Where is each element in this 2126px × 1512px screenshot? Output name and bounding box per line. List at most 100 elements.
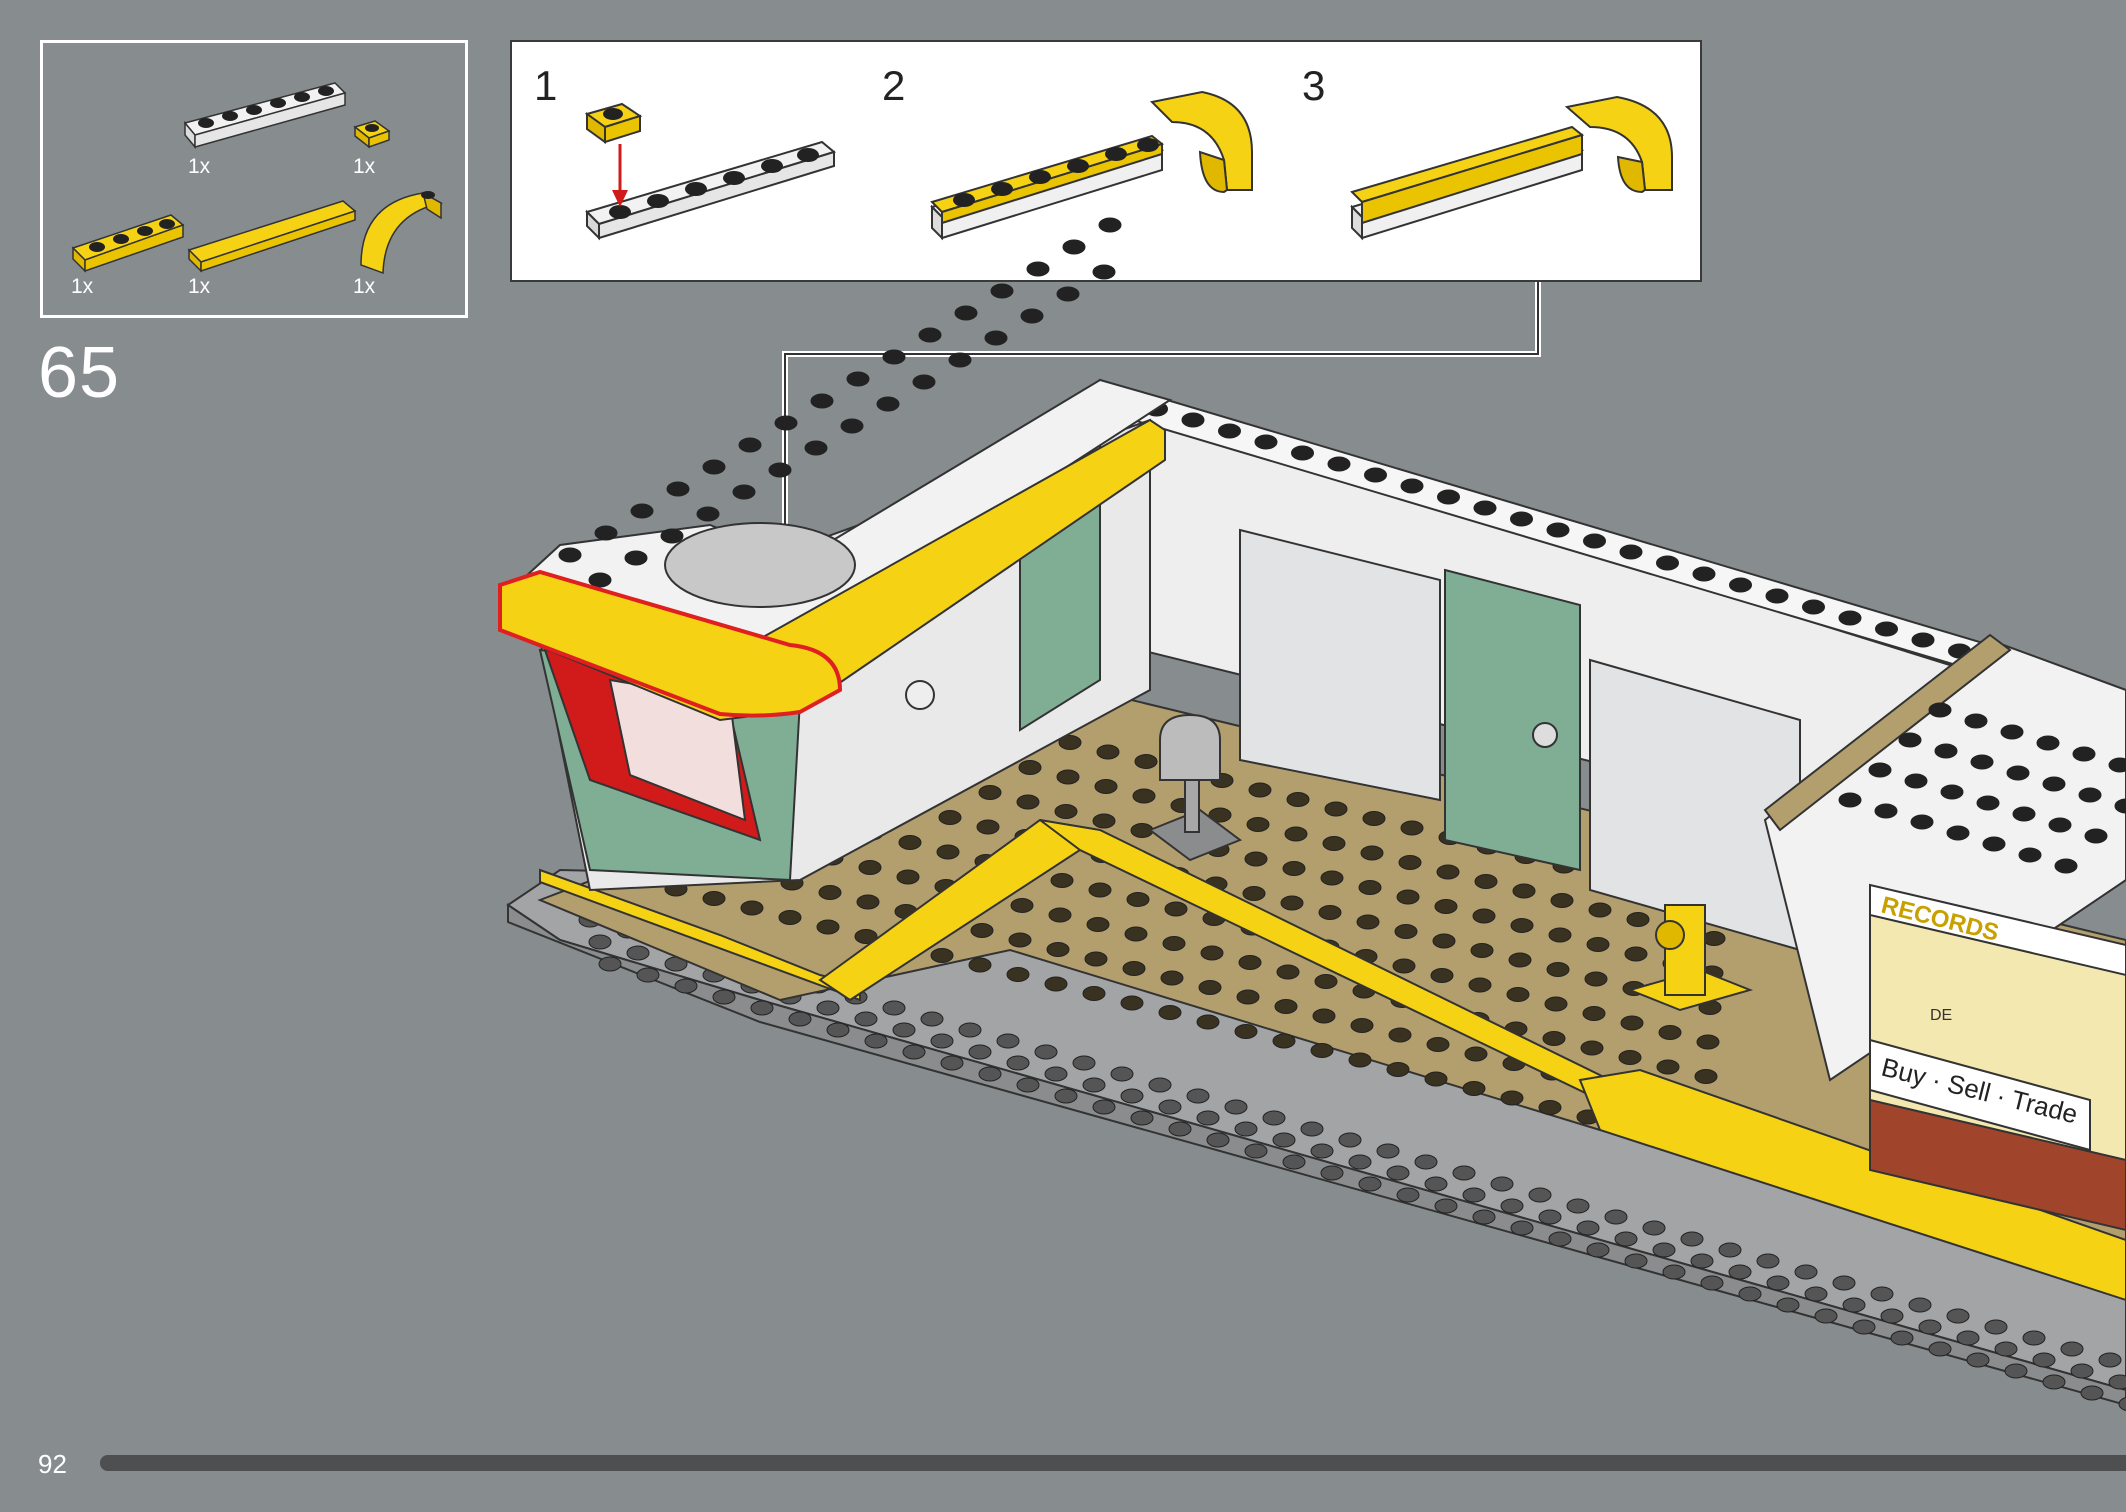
stud bbox=[1426, 1037, 1450, 1052]
stud bbox=[1016, 1077, 1040, 1093]
stud bbox=[558, 547, 582, 563]
stud bbox=[856, 894, 880, 910]
qty-yellow-1x4: 1x bbox=[71, 275, 94, 298]
stud bbox=[1692, 566, 1716, 582]
record-shop: Buy · Sell · Trade RECORDS DE bbox=[1763, 633, 2126, 1232]
stud bbox=[1756, 1253, 1780, 1269]
stud bbox=[2070, 1363, 2094, 1379]
stud bbox=[666, 481, 690, 497]
stud bbox=[1132, 788, 1156, 804]
stud bbox=[1348, 1052, 1372, 1068]
stud bbox=[1510, 1220, 1534, 1236]
mailbox bbox=[1147, 713, 1243, 862]
page-number: 92 bbox=[38, 1449, 67, 1479]
stud bbox=[2036, 735, 2060, 751]
stud bbox=[1946, 825, 1970, 841]
stud bbox=[2108, 757, 2126, 773]
stud bbox=[750, 1000, 774, 1016]
stud bbox=[920, 1011, 944, 1027]
yellow-1x4-part bbox=[71, 214, 185, 273]
stud bbox=[854, 929, 878, 944]
stud bbox=[1934, 743, 1958, 759]
stud bbox=[1586, 1242, 1610, 1258]
stud bbox=[968, 957, 992, 973]
stud bbox=[1984, 1319, 2008, 1335]
stud bbox=[1272, 1132, 1296, 1148]
stud bbox=[1092, 1099, 1116, 1115]
stud bbox=[1875, 621, 1898, 637]
stud bbox=[1274, 999, 1298, 1014]
model-illustration: Buy · Sell · Trade RECORDS DE bbox=[497, 217, 2126, 1412]
stud bbox=[1510, 918, 1534, 933]
stud bbox=[1200, 945, 1224, 961]
stud bbox=[1474, 874, 1498, 889]
stud bbox=[1542, 1031, 1566, 1046]
substep-1-illustration bbox=[584, 102, 837, 241]
stud bbox=[1946, 1308, 1970, 1324]
stud bbox=[1473, 500, 1497, 516]
stud bbox=[1234, 1121, 1258, 1137]
stud bbox=[1324, 801, 1348, 817]
green-door bbox=[1444, 568, 1581, 872]
stud bbox=[954, 305, 978, 321]
stud bbox=[1794, 1264, 1818, 1280]
stud bbox=[1110, 1066, 1134, 1082]
stud bbox=[804, 440, 828, 456]
stud bbox=[1196, 1014, 1220, 1030]
stud bbox=[1181, 412, 1205, 428]
stud bbox=[1729, 577, 1752, 593]
stud bbox=[1472, 908, 1496, 924]
stud bbox=[1348, 1154, 1372, 1170]
stud bbox=[810, 393, 834, 409]
stud bbox=[1620, 1015, 1644, 1031]
stud bbox=[1280, 895, 1304, 911]
stud bbox=[1414, 1154, 1438, 1170]
stud bbox=[1814, 1308, 1838, 1324]
substep-1-number: 1 bbox=[534, 62, 558, 109]
stud bbox=[1246, 817, 1270, 832]
stud bbox=[1852, 1319, 1876, 1335]
stud bbox=[2012, 806, 2036, 822]
stud bbox=[1092, 264, 1116, 280]
stud bbox=[1058, 735, 1082, 750]
stud bbox=[1386, 1165, 1410, 1181]
stud bbox=[938, 810, 962, 825]
stud bbox=[1970, 754, 1994, 770]
stud bbox=[1044, 976, 1068, 992]
stud bbox=[1462, 1187, 1486, 1203]
stud bbox=[2098, 1352, 2122, 1368]
stud bbox=[1276, 964, 1300, 980]
stud bbox=[1500, 1198, 1524, 1214]
stud bbox=[1186, 1088, 1210, 1104]
stud bbox=[1964, 713, 1988, 729]
stud bbox=[1084, 951, 1108, 967]
stud bbox=[2060, 1341, 2084, 1357]
stud bbox=[1582, 1006, 1606, 1021]
window-left bbox=[1239, 528, 1441, 802]
stud bbox=[1238, 955, 1262, 970]
stud bbox=[1300, 1121, 1324, 1137]
stud bbox=[1362, 811, 1386, 826]
yellow-tile-part bbox=[187, 200, 357, 273]
stud bbox=[978, 1066, 1002, 1082]
stud bbox=[826, 1022, 850, 1038]
stud bbox=[2000, 724, 2024, 740]
stud bbox=[1904, 773, 1928, 789]
stud bbox=[1034, 1044, 1058, 1060]
stud bbox=[2118, 1396, 2126, 1412]
stud bbox=[930, 1033, 954, 1049]
stud bbox=[1870, 1286, 1894, 1302]
stud bbox=[1550, 893, 1574, 908]
stud bbox=[674, 978, 698, 994]
stud bbox=[1430, 968, 1454, 983]
stud bbox=[1424, 1071, 1448, 1087]
stud bbox=[1284, 826, 1308, 842]
stud bbox=[1436, 864, 1460, 880]
stud bbox=[1010, 898, 1034, 913]
stud bbox=[1082, 986, 1106, 1001]
stud bbox=[1804, 1286, 1828, 1302]
stud bbox=[1576, 1220, 1600, 1236]
stud bbox=[1388, 1027, 1412, 1043]
stud bbox=[1619, 544, 1643, 560]
shop-poster: DE bbox=[1930, 1007, 1952, 1024]
